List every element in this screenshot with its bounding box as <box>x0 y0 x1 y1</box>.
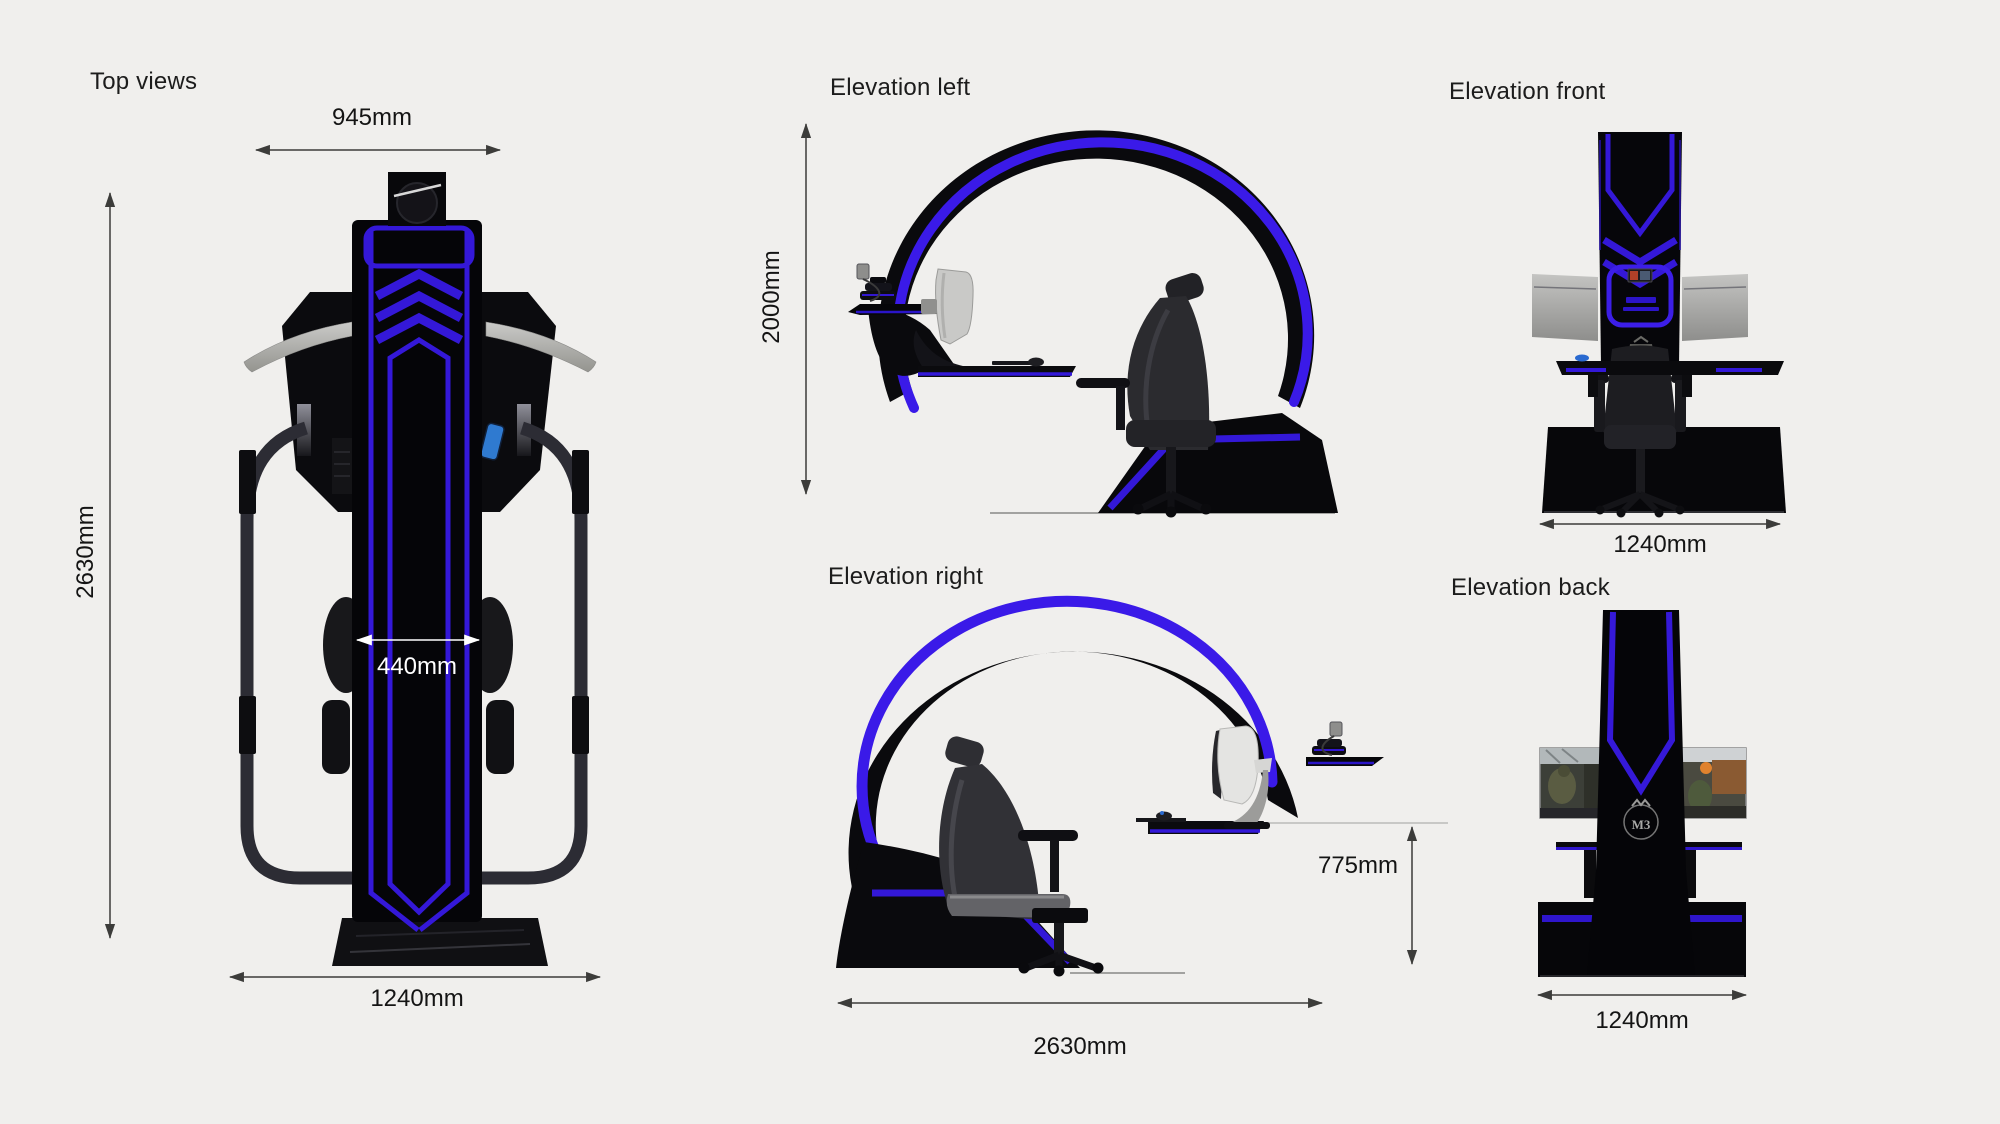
elevation-right-illustration <box>836 595 1448 1009</box>
elevation-left-illustration <box>800 122 1338 518</box>
dim-label-2630-right: 2630mm <box>1033 1033 1127 1060</box>
side-shelf-and-lamp <box>1306 721 1384 766</box>
elevation-front-illustration <box>1532 132 1786 530</box>
dim-label-1240-back: 1240mm <box>1595 1007 1689 1034</box>
dim-label-945: 945mm <box>331 104 413 131</box>
dim-label-440: 440mm <box>376 653 458 680</box>
desk-front <box>1556 354 1784 397</box>
top-view-title: Top views <box>90 68 198 95</box>
desk-right <box>1136 811 1264 834</box>
front-tower <box>1598 132 1682 366</box>
dim-label-1240-front: 1240mm <box>1613 531 1707 558</box>
monitor-side <box>1212 725 1272 829</box>
elevation-left-title: Elevation left <box>830 74 971 101</box>
m3-logo-text: M3 <box>1632 817 1651 832</box>
top-view-base-plate <box>332 918 548 966</box>
side-shelf-and-lamp <box>848 263 938 315</box>
dim-label-1240-top: 1240mm <box>370 985 464 1012</box>
elevation-back-illustration: M3 <box>1536 610 1748 1001</box>
front-base <box>1542 427 1786 513</box>
m3-emblem-back: M3 <box>1623 798 1659 840</box>
top-view-camera-bracket <box>388 172 446 226</box>
monitor-back <box>913 268 974 374</box>
gaming-chair <box>939 736 1104 977</box>
top-view-illustration <box>104 144 602 983</box>
elevation-front-title: Elevation front <box>1449 78 1606 105</box>
top-view-column <box>352 220 482 932</box>
top-view-monitor-wings <box>243 321 597 373</box>
desk-left <box>918 357 1076 377</box>
dim-label-2630-top: 2630mm <box>72 505 99 599</box>
dim-label-775: 775mm <box>1317 852 1399 879</box>
pod-arch <box>848 595 1298 888</box>
elevation-back-title: Elevation back <box>1451 574 1610 601</box>
game-screen-left <box>1539 747 1601 819</box>
elevation-right-title: Elevation right <box>828 563 984 590</box>
game-screen-right <box>1681 747 1747 819</box>
gaming-chair <box>1076 273 1216 518</box>
back-tower <box>1587 610 1695 975</box>
dim-label-2000: 2000mm <box>758 250 785 344</box>
top-view-phone <box>479 422 505 461</box>
monitor-wings-front <box>1532 274 1748 341</box>
